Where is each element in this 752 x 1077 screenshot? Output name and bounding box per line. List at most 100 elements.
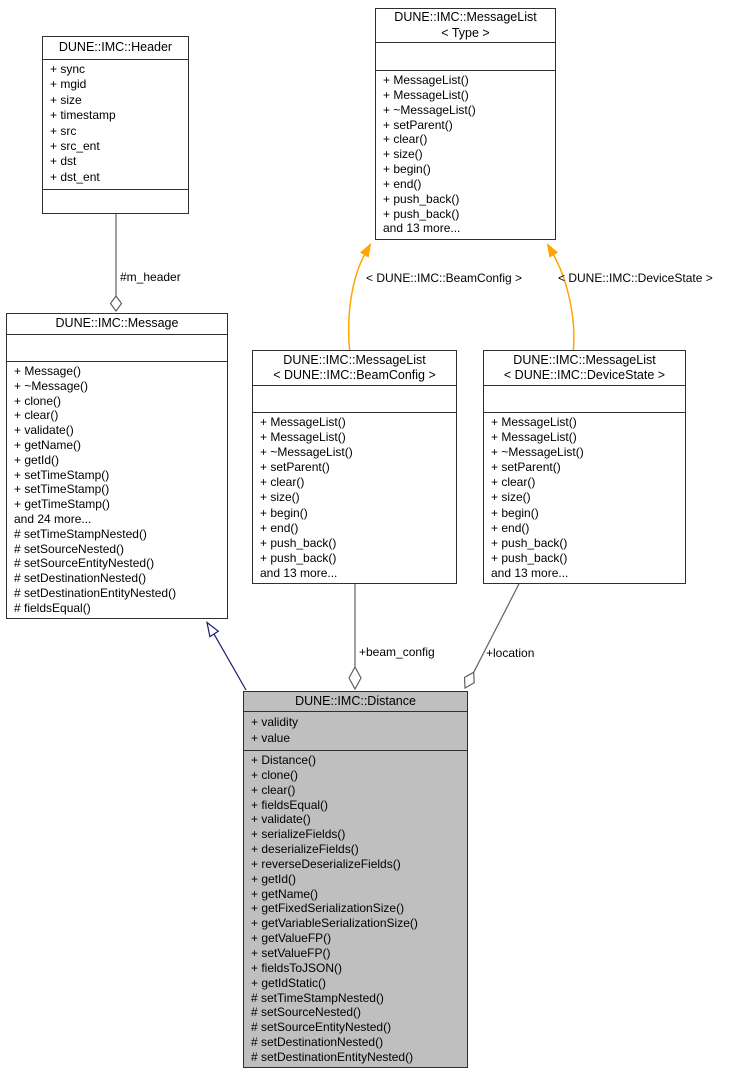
class-title: DUNE::IMC::Header [43, 37, 188, 60]
member-row: + setTimeStamp() [14, 482, 110, 497]
member-row: # setDestinationNested() [14, 571, 147, 586]
member-row: + push_back() [260, 535, 337, 550]
member-row: + MessageList() [491, 415, 577, 429]
methods-compartment: + Distance()+ clone()+ clear()+ fieldsEq… [244, 751, 467, 1067]
member-row: + Distance() [251, 753, 317, 767]
member-row: + getId() [14, 452, 60, 467]
edge-label-beam-config: +beam_config [359, 645, 435, 659]
member-row: + fieldsToJSON() [251, 960, 343, 975]
member-row: + getId() [251, 871, 297, 886]
member-row: + push_back() [260, 550, 337, 565]
class-box-distance[interactable]: DUNE::IMC::Distance + validity+ value + … [243, 691, 468, 1068]
attributes-compartment [484, 386, 685, 413]
attributes-compartment [376, 43, 555, 71]
member-row: + push_back() [383, 206, 460, 221]
methods-compartment: + MessageList()+ MessageList()+ ~Message… [484, 413, 685, 583]
member-row: + getValueFP() [251, 931, 332, 946]
edge-label-m-header: #m_header [120, 270, 181, 284]
member-row: + sync [50, 62, 86, 76]
class-title-line: < DUNE::IMC::DeviceState > [503, 368, 666, 382]
member-row: + MessageList() [260, 415, 346, 429]
class-title: DUNE::IMC::MessageList < DUNE::IMC::Devi… [484, 351, 685, 386]
member-row: and 13 more... [491, 565, 569, 580]
member-row: + end() [260, 520, 299, 535]
member-row: + push_back() [491, 535, 568, 550]
member-row: + getTimeStamp() [14, 497, 110, 512]
member-row: + setParent() [260, 460, 330, 475]
member-row: and 13 more... [260, 565, 338, 580]
member-row: # setTimeStampNested() [251, 990, 384, 1005]
member-row: + ~MessageList() [383, 102, 476, 117]
class-box-messagelist-devicestate[interactable]: DUNE::IMC::MessageList < DUNE::IMC::Devi… [483, 350, 686, 584]
member-row: + end() [383, 176, 422, 191]
member-row: + clear() [383, 132, 428, 147]
member-row: + setValueFP() [251, 945, 331, 960]
class-box-header[interactable]: DUNE::IMC::Header + sync+ mgid+ size+ ti… [42, 36, 189, 214]
class-title-line: DUNE::IMC::MessageList [394, 10, 537, 24]
member-row: + begin() [491, 505, 539, 520]
attributes-compartment: + sync+ mgid+ size+ timestamp+ src+ src_… [43, 60, 188, 190]
member-row: + size [50, 92, 82, 107]
edge-template-beamconfig [347, 242, 372, 355]
member-row: # setSourceNested() [251, 1005, 362, 1020]
class-title: DUNE::IMC::Message [7, 314, 227, 335]
member-row: + ~MessageList() [491, 445, 584, 460]
member-row: + validity [251, 715, 299, 729]
member-row: + getVariableSerializationSize() [251, 916, 418, 931]
member-row: + deserializeFields() [251, 842, 359, 857]
member-row: + clear() [251, 782, 296, 797]
member-row: + getIdStatic() [251, 975, 327, 990]
edge-aggregation-m-header [109, 212, 123, 313]
member-row: + timestamp [50, 108, 116, 123]
member-row: + MessageList() [491, 430, 577, 445]
class-box-messagelist-type[interactable]: DUNE::IMC::MessageList < Type > + Messag… [375, 8, 556, 240]
member-row: + clear() [14, 408, 59, 423]
class-title-line: DUNE::IMC::Distance [295, 693, 416, 708]
methods-compartment: + MessageList()+ MessageList()+ ~Message… [253, 413, 456, 583]
edge-label-template-beamconfig: < DUNE::IMC::BeamConfig > [366, 271, 523, 285]
member-row: + MessageList() [383, 73, 469, 87]
member-row: # setSourceNested() [14, 541, 125, 556]
edge-label-template-devicestate: < DUNE::IMC::DeviceState > [558, 271, 713, 285]
member-row: + setParent() [383, 117, 453, 132]
class-title: DUNE::IMC::MessageList < DUNE::IMC::Beam… [253, 351, 456, 386]
member-row: # setDestinationEntityNested() [14, 585, 177, 600]
member-row: + src [50, 123, 77, 138]
member-row: + clone() [251, 767, 299, 782]
methods-compartment: + Message()+ ~Message()+ clone()+ clear(… [7, 362, 227, 618]
attributes-compartment [7, 335, 227, 362]
member-row: + getName() [14, 437, 82, 452]
member-row: + getName() [251, 886, 319, 901]
member-row: + reverseDeserializeFields() [251, 856, 401, 871]
member-row: # setDestinationEntityNested() [251, 1049, 414, 1064]
member-row: + dst_ent [50, 169, 100, 184]
member-row: + clear() [260, 475, 305, 490]
member-row: + value [251, 731, 291, 746]
member-row: + size() [491, 490, 531, 505]
member-row: + size() [383, 147, 423, 162]
member-row: + ~Message() [14, 378, 89, 393]
member-row: + validate() [251, 812, 311, 827]
member-row: + setTimeStamp() [14, 467, 110, 482]
member-row: and 13 more... [383, 221, 461, 236]
class-box-messagelist-beamconfig[interactable]: DUNE::IMC::MessageList < DUNE::IMC::Beam… [252, 350, 457, 584]
member-row: # setSourceEntityNested() [251, 1020, 392, 1035]
edge-aggregation-beam-config [348, 578, 362, 691]
edge-inheritance-message [206, 621, 247, 691]
class-title-line: DUNE::IMC::Header [58, 40, 173, 55]
member-row: + end() [491, 520, 530, 535]
attributes-compartment [253, 386, 456, 413]
class-title-line: DUNE::IMC::MessageList [513, 352, 656, 367]
member-row: + size() [260, 490, 300, 505]
member-row: + serializeFields() [251, 827, 346, 842]
edge-aggregation-location [463, 577, 523, 690]
class-box-message[interactable]: DUNE::IMC::Message + Message()+ ~Message… [6, 313, 228, 619]
member-row: # setDestinationNested() [251, 1035, 384, 1050]
class-title-line: DUNE::IMC::MessageList [283, 352, 426, 367]
class-title-line: < DUNE::IMC::BeamConfig > [273, 368, 436, 382]
methods-compartment: + MessageList()+ MessageList()+ ~Message… [376, 71, 555, 239]
member-row: + fieldsEqual() [251, 797, 329, 812]
member-row: + MessageList() [383, 87, 469, 102]
